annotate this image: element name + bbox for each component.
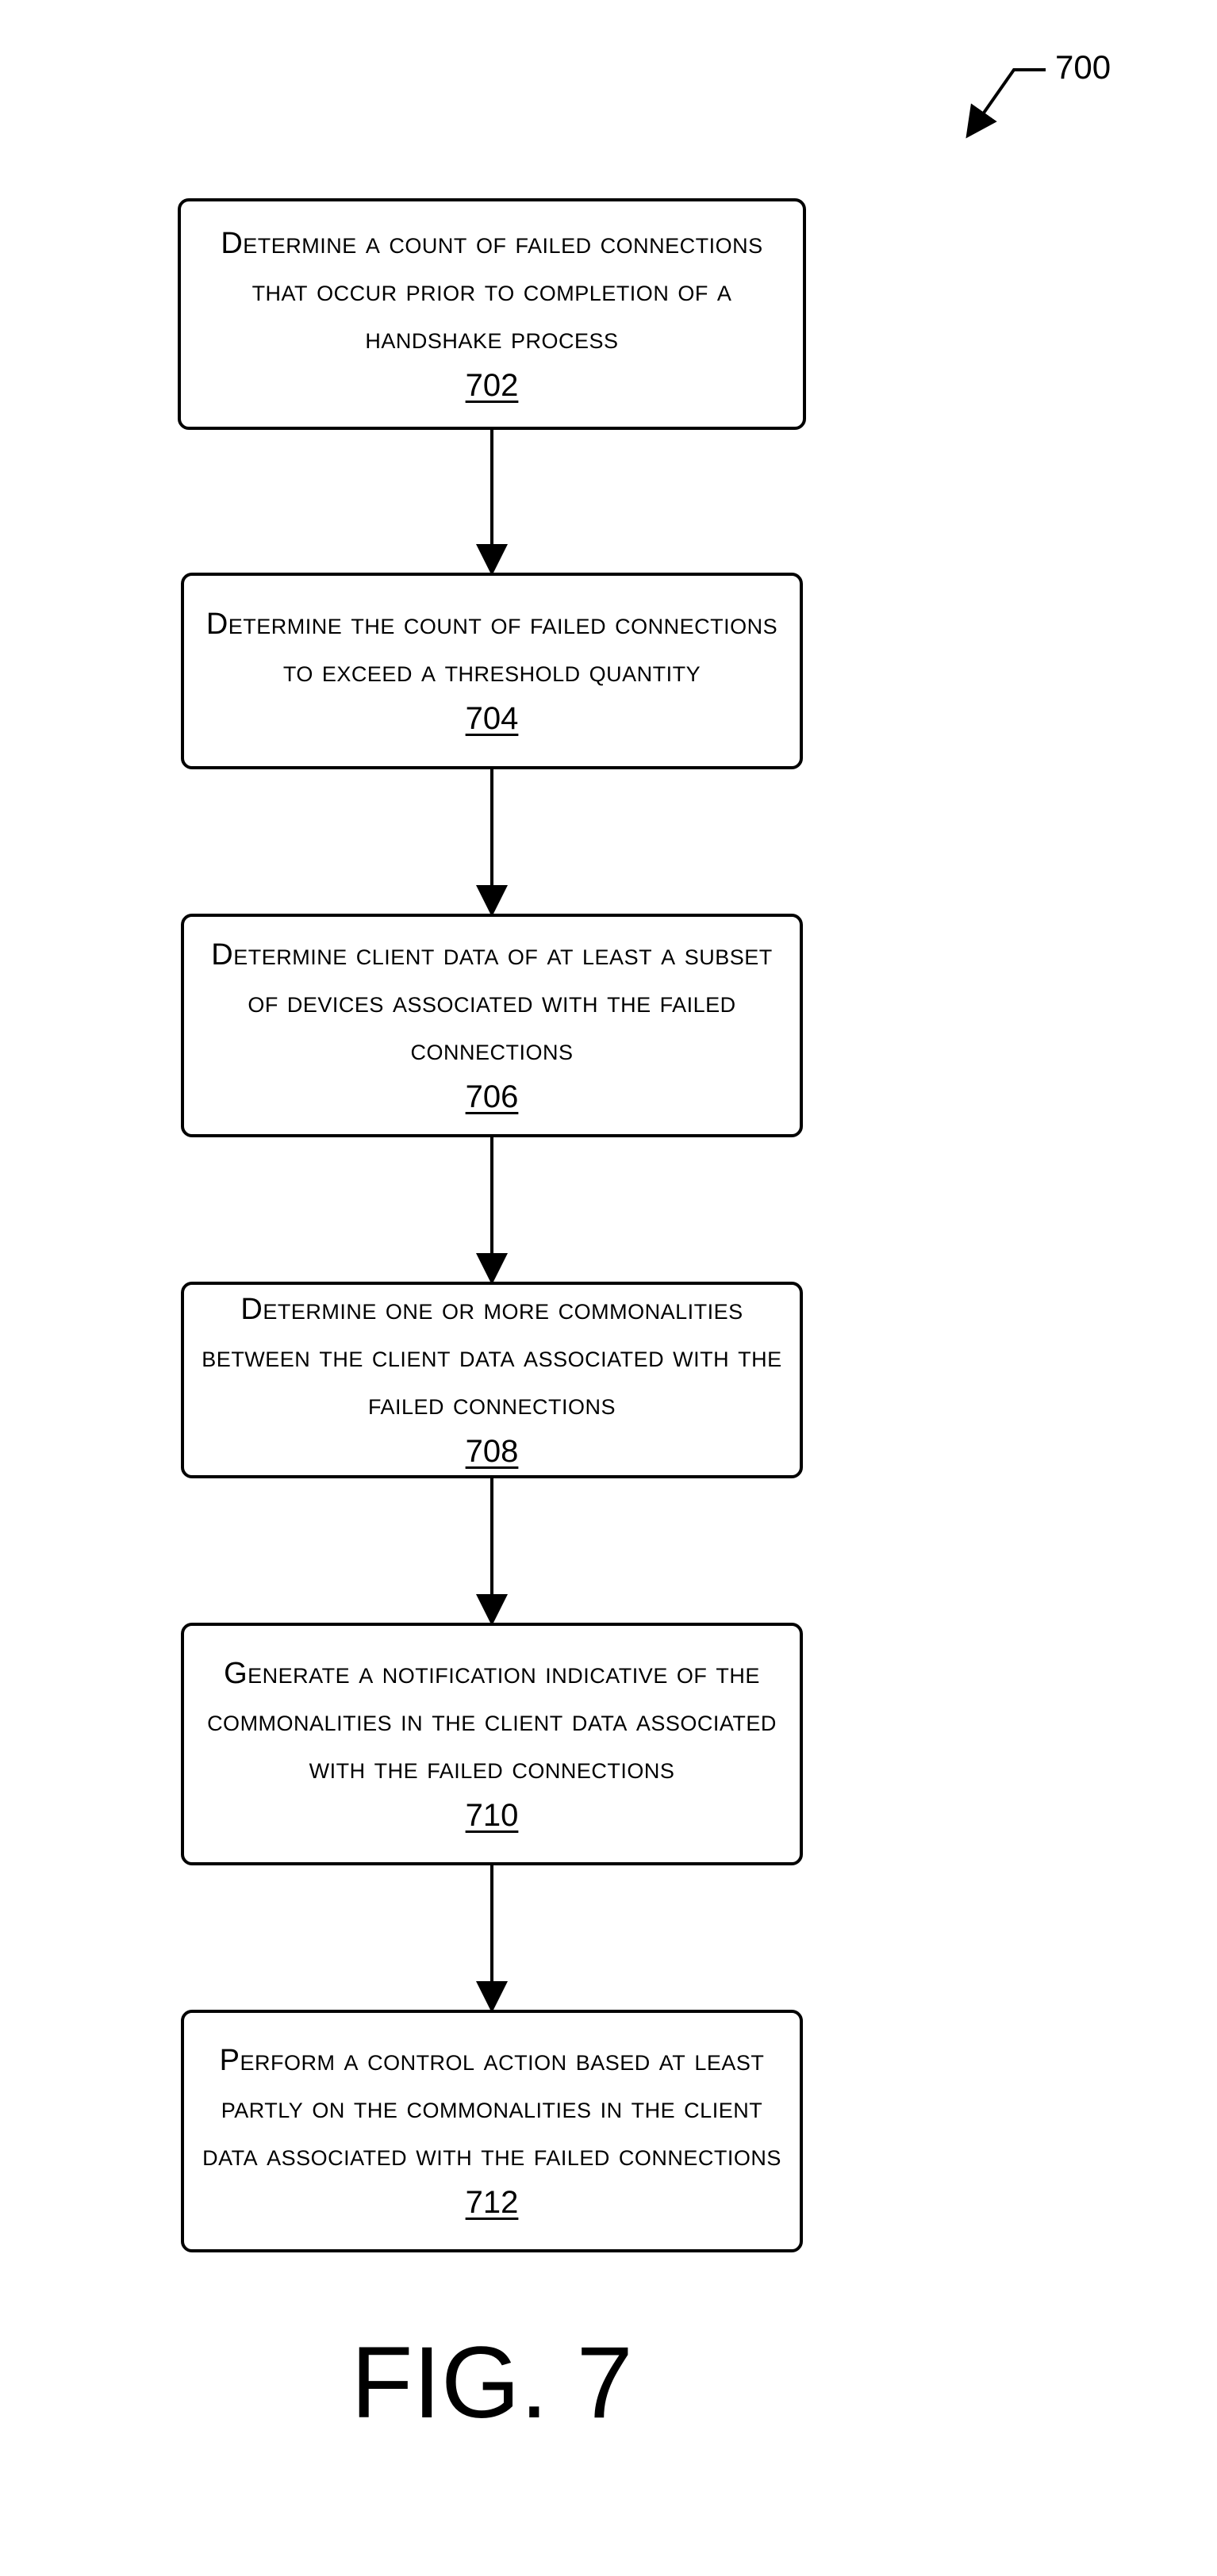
step-box-706: Determine client data of at least a subs…: [181, 914, 803, 1137]
step-number: 710: [466, 1792, 519, 1838]
step-number: 712: [466, 2179, 519, 2225]
step-text: Perform a control action based at least …: [184, 2037, 800, 2179]
diagram-reference-number: 700: [1055, 48, 1111, 87]
step-box-710: Generate a notification indicative of th…: [181, 1623, 803, 1865]
step-text: Generate a notification indicative of th…: [184, 1650, 800, 1792]
reference-arrow: [969, 70, 1046, 133]
step-box-712: Perform a control action based at least …: [181, 2010, 803, 2252]
step-text: Determine client data of at least a subs…: [184, 931, 800, 1074]
step-box-702: Determine a count of failed connections …: [178, 198, 806, 430]
step-number: 708: [466, 1428, 519, 1474]
step-text: Determine a count of failed connections …: [181, 220, 803, 362]
step-number: 704: [466, 696, 519, 742]
figure-label: FIG. 7: [0, 2324, 984, 2443]
step-text: Determine the count of failed connection…: [184, 600, 800, 696]
step-box-708: Determine one or more commonalities betw…: [181, 1282, 803, 1478]
step-box-704: Determine the count of failed connection…: [181, 573, 803, 769]
step-number: 702: [466, 362, 519, 408]
step-text: Determine one or more commonalities betw…: [184, 1286, 800, 1428]
step-number: 706: [466, 1074, 519, 1120]
